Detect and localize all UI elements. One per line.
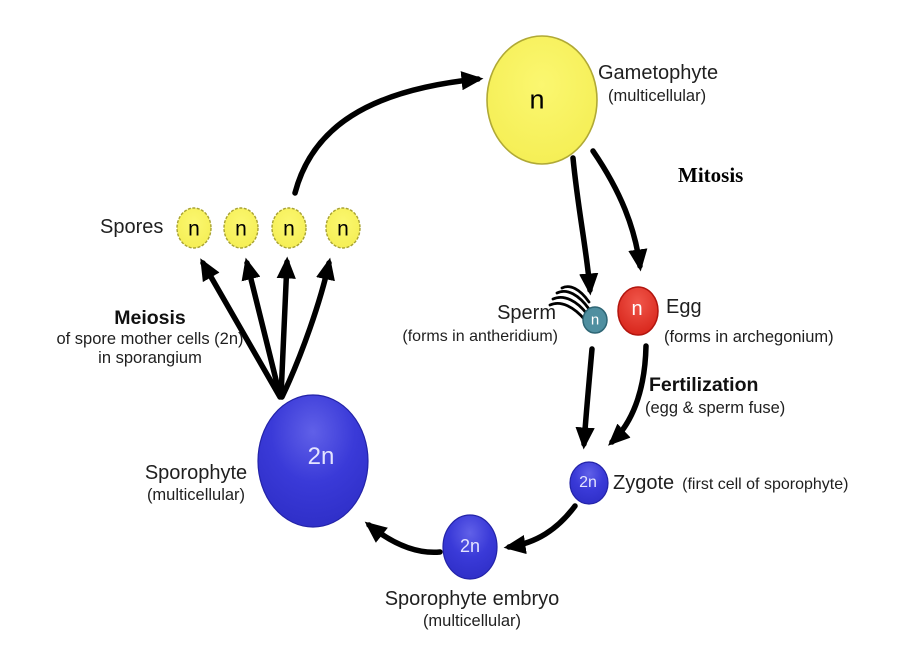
sporophyte-symbol: 2n xyxy=(307,443,335,470)
spore-cell-4 xyxy=(325,207,361,249)
fertilization-sublabel: (egg & sperm fuse) xyxy=(645,399,786,417)
gametophyte-cell xyxy=(486,35,598,165)
sperm-symbol: n xyxy=(590,311,600,329)
meiosis-sublabel-line1: of spore mother cells (2n) xyxy=(56,330,244,348)
sperm-sublabel: (forms in antheridium) xyxy=(402,328,558,345)
arrow-meiosis-fan-4 xyxy=(279,257,335,400)
sporophyte-embryo-cell xyxy=(442,514,498,580)
mitosis-label: Mitosis xyxy=(678,163,744,187)
zygote-label-row: Zygote (first cell of sporophyte) xyxy=(613,472,848,496)
spore-symbol-4: n xyxy=(337,217,349,241)
sporophyte-embryo-sublabel: (multicellular) xyxy=(422,611,522,630)
spores-label: Spores xyxy=(100,216,164,238)
spore-symbol-1: n xyxy=(188,217,200,241)
egg-cell xyxy=(617,286,659,336)
arrow-embryo-to-sporophyte xyxy=(364,521,443,556)
zygote-cell xyxy=(569,461,609,505)
arrow-egg-to-zygote xyxy=(608,343,649,446)
egg-sublabel: (forms in archegonium) xyxy=(664,328,834,346)
arrow-gametophyte-to-sperm xyxy=(570,155,599,296)
gametophyte-sublabel: (multicellular) xyxy=(608,87,707,105)
sperm-cell xyxy=(582,306,608,334)
sporophyte-label: Sporophyte xyxy=(144,462,248,484)
sporophyte-cell xyxy=(257,394,369,528)
meiosis-label-block: Meiosis of spore mother cells (2n) in sp… xyxy=(46,307,254,369)
fertilization-label: Fertilization xyxy=(649,374,759,396)
egg-symbol: n xyxy=(631,298,643,320)
sporophyte-sublabel: (multicellular) xyxy=(146,485,246,504)
spore-cell-1 xyxy=(176,207,212,249)
sporophyte-embryo-label: Sporophyte embryo xyxy=(384,588,560,610)
arrow-zygote-to-embryo xyxy=(503,503,578,555)
zygote-symbol: 2n xyxy=(579,474,597,491)
arrow-spores-to-gametophyte xyxy=(292,71,484,196)
zygote-label: Zygote xyxy=(613,472,675,494)
sperm-flagella xyxy=(548,285,591,322)
zygote-sublabel: (first cell of sporophyte) xyxy=(682,476,849,493)
spore-cell-3 xyxy=(271,207,307,249)
sporophyte-embryo-symbol: 2n xyxy=(459,536,481,556)
arrow-gametophyte-to-egg xyxy=(590,148,648,272)
cycle-arrows xyxy=(200,71,649,556)
gametophyte-label: Gametophyte xyxy=(598,62,719,84)
egg-label: Egg xyxy=(666,296,702,318)
meiosis-sublabel-line2: in sporangium xyxy=(98,349,202,368)
arrow-sperm-to-zygote xyxy=(575,346,595,450)
sporophyte-label-block: Sporophyte (multicellular) xyxy=(133,462,259,505)
arrow-meiosis-fan-3 xyxy=(276,256,296,399)
arrow-meiosis-fan-2 xyxy=(241,257,283,399)
meiosis-label: Meiosis xyxy=(114,307,186,329)
arrow-meiosis-fan-1 xyxy=(200,258,283,400)
sporophyte-embryo-label-block: Sporophyte embryo (multicellular) xyxy=(372,588,572,631)
spore-cell-2 xyxy=(223,207,259,249)
sperm-label: Sperm xyxy=(497,302,556,324)
spore-symbol-2: n xyxy=(235,217,247,241)
spore-symbol-3: n xyxy=(283,217,295,241)
gametophyte-symbol: n xyxy=(529,84,545,115)
